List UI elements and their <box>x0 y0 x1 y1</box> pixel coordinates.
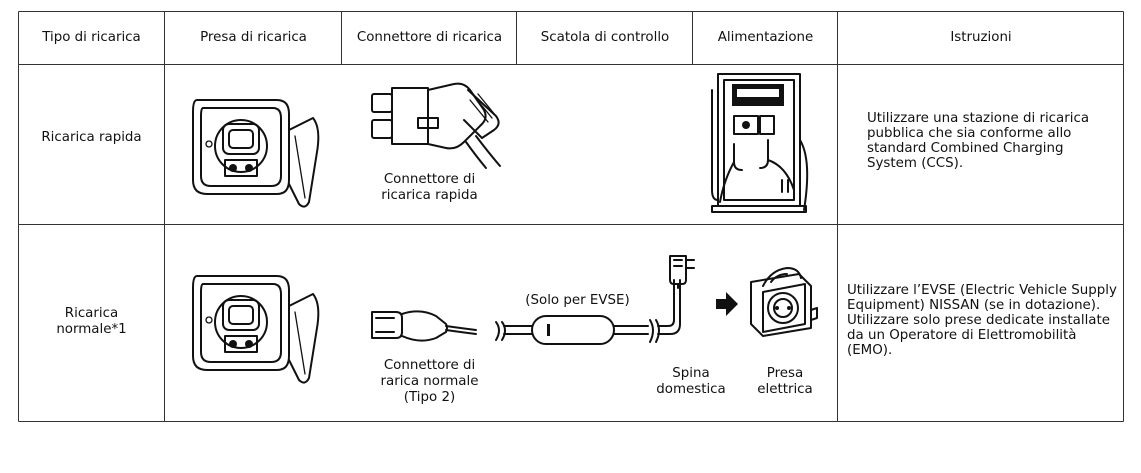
header-connector: Connettore di ricarica <box>356 30 503 45</box>
header-power-supply: Alimentazione <box>717 30 814 45</box>
header-instructions: Istruzioni <box>950 30 1012 45</box>
dc-charging-station-icon <box>711 73 809 213</box>
charging-inlet-icon <box>192 99 320 208</box>
fast-connector-caption-2: ricarica rapida <box>381 188 478 203</box>
domestic-plug-icon <box>669 255 695 289</box>
evse-cable-icon <box>495 279 681 345</box>
outlet-caption-1: Presa <box>766 366 804 381</box>
fast-instructions-3: standard Combined Charging <box>867 141 1064 156</box>
normal-instructions-2: Equipment) NISSAN (se in dotazione). <box>847 298 1101 313</box>
arrow-right-icon <box>716 292 738 316</box>
normal-instructions-4: da un Operatore di Elettromobilità <box>847 328 1077 343</box>
normal-connector-caption-2: rarica normale <box>380 374 479 389</box>
fast-instructions-4: System (CCS). <box>867 156 964 171</box>
plug-caption-1: Spina <box>672 366 710 381</box>
fast-instructions-1: Utilizzare una stazione di ricarica <box>867 111 1090 126</box>
header-inlet: Presa di ricarica <box>200 30 307 45</box>
type2-connector-icon <box>371 310 477 342</box>
normal-connector-caption-3: (Tipo 2) <box>403 390 456 405</box>
normal-instructions-1: Utilizzare l’EVSE (Electric Vehicle Supp… <box>847 283 1117 298</box>
fast-instructions-2: pubblica che sia conforme allo <box>867 126 1072 141</box>
normal-instructions-5: (EMO). <box>847 343 893 358</box>
outlet-caption-2: elettrica <box>757 382 813 397</box>
row-fast-type: Ricarica rapida <box>41 130 142 145</box>
ccs-fast-connector-icon <box>371 82 501 169</box>
charging-inlet-icon <box>192 275 320 384</box>
row-normal-type-1: Ricarica <box>64 306 119 321</box>
header-control-box: Scatola di controllo <box>540 30 670 45</box>
wall-socket-icon <box>750 267 818 337</box>
evse-note: (Solo per EVSE) <box>525 293 630 308</box>
fast-connector-caption-1: Connettore di <box>383 172 476 187</box>
header-charge-type: Tipo di ricarica <box>42 30 141 45</box>
plug-caption-2: domestica <box>656 382 726 397</box>
normal-connector-caption-1: Connettore di <box>383 358 476 373</box>
row-normal-type-2: normale*1 <box>56 322 127 337</box>
normal-instructions-3: Utilizzare solo prese dedicate installat… <box>847 313 1110 328</box>
